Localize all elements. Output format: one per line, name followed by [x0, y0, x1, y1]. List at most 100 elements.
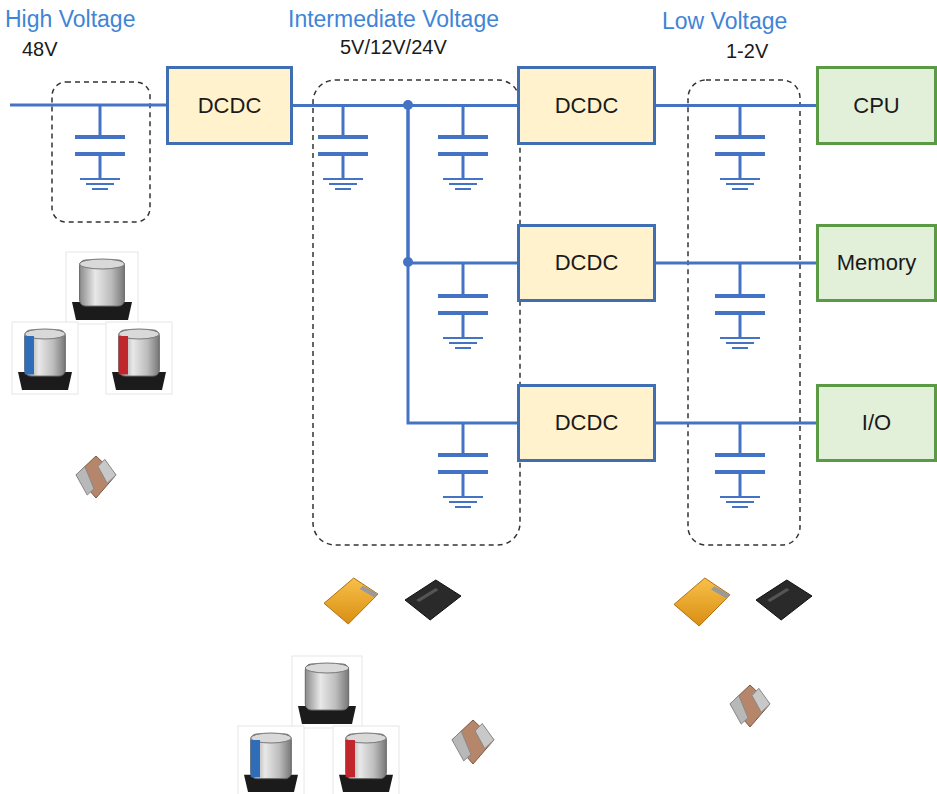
electrolytic-capacitor — [12, 322, 78, 394]
capacitor-line — [92, 188, 108, 190]
capacitor-line — [455, 188, 471, 190]
polymer-marking — [416, 588, 438, 602]
voltage-value: 48V — [22, 38, 58, 61]
electrolytic-capacitor — [106, 322, 172, 394]
capacitor-line — [438, 294, 488, 298]
load-box: CPU — [816, 66, 937, 145]
polarity-stripe — [251, 740, 260, 777]
capacitor-line — [720, 496, 760, 498]
capacitor-line — [720, 337, 760, 339]
ceramic-terminal — [452, 731, 471, 761]
capacitor-symbol — [715, 423, 765, 507]
capacitor-line — [739, 105, 742, 137]
capacitor-line — [739, 313, 742, 338]
capacitor-line — [462, 313, 465, 338]
capacitor-line — [720, 178, 760, 180]
capacitor-line — [80, 178, 120, 180]
capacitor-line — [726, 183, 754, 185]
capacitor-line — [75, 135, 125, 139]
capacitor-line — [342, 154, 345, 179]
input-wire — [10, 104, 167, 107]
box-label: DCDC — [555, 410, 619, 436]
capacitor-line — [739, 423, 742, 455]
converter-box: DCDC — [517, 224, 656, 302]
capacitor-line — [462, 262, 465, 296]
ceramic-terminal — [76, 467, 94, 496]
polymer-capacitor — [756, 580, 812, 620]
electrolytic-capacitor — [292, 656, 362, 728]
voltage-heading: High Voltage — [5, 6, 135, 33]
wire-connector — [656, 262, 816, 265]
capacitor-line — [462, 105, 465, 137]
capacitor-line — [462, 472, 465, 497]
capacitor-line — [726, 342, 754, 344]
box-label: DCDC — [555, 250, 619, 276]
capacitor-line — [449, 501, 477, 503]
capacitor-line — [329, 183, 357, 185]
voltage-heading: Low Voltage — [662, 8, 787, 35]
capacitor-symbol — [318, 105, 368, 189]
voltage-value: 5V/12V/24V — [340, 36, 447, 59]
capacitor-line — [99, 154, 102, 179]
capacitor-line — [739, 262, 742, 296]
polymer-marking — [767, 588, 789, 602]
ceramic-body — [452, 720, 494, 764]
tantalum-capacitor — [324, 578, 378, 624]
capacitor-body — [305, 664, 348, 710]
capacitor-line — [342, 105, 345, 137]
voltage-region — [313, 80, 520, 545]
ceramic-terminal — [730, 696, 748, 725]
polarity-stripe — [25, 336, 34, 374]
capacitor-symbol — [438, 262, 488, 348]
polymer-capacitor — [405, 580, 461, 620]
electrolytic-capacitor — [333, 726, 399, 794]
ceramic-body — [76, 456, 116, 498]
capacitor-symbol — [75, 105, 125, 189]
capacitor-line — [323, 178, 363, 180]
ceramic-terminal — [475, 724, 494, 749]
voltage-value: 1-2V — [726, 40, 768, 63]
ceramic-capacitor — [452, 720, 494, 764]
wire-connector — [293, 106, 517, 264]
box-label: Memory — [837, 250, 916, 276]
box-label: DCDC — [555, 93, 619, 119]
converter-box: DCDC — [166, 66, 293, 145]
tantalum-terminal — [711, 586, 730, 598]
capacitor-line — [449, 183, 477, 185]
tantalum-capacitor — [674, 578, 730, 626]
capacitor-line — [318, 135, 368, 139]
photo-frame — [106, 322, 172, 394]
tantalum-body — [674, 578, 730, 626]
capacitor-body — [251, 734, 292, 779]
capacitor-line — [455, 347, 471, 349]
capacitor-top — [80, 259, 125, 269]
capacitor-body — [80, 260, 125, 306]
capacitor-line — [715, 294, 765, 298]
capacitor-line — [99, 105, 102, 137]
tantalum-body — [324, 578, 378, 624]
capacitor-line — [86, 183, 114, 185]
photo-frame — [12, 322, 78, 394]
capacitor-body — [346, 734, 387, 779]
capacitor-line — [732, 506, 748, 508]
capacitor-line — [739, 154, 742, 179]
capacitor-line — [438, 135, 488, 139]
capacitor-line — [335, 188, 351, 190]
capacitor-line — [462, 154, 465, 179]
capacitor-line — [443, 496, 483, 498]
junction-dot — [403, 257, 413, 267]
photo-frame — [292, 656, 362, 728]
ceramic-capacitor — [730, 685, 770, 727]
capacitor-line — [462, 423, 465, 455]
capacitor-line — [449, 342, 477, 344]
polymer-body — [405, 580, 461, 620]
wire-connector — [293, 106, 517, 424]
electrolytic-capacitor — [66, 252, 138, 324]
junction-dot — [403, 100, 413, 110]
box-label: CPU — [853, 93, 899, 119]
converter-box: DCDC — [517, 384, 656, 462]
capacitor-line — [443, 178, 483, 180]
ceramic-terminal — [752, 688, 770, 712]
